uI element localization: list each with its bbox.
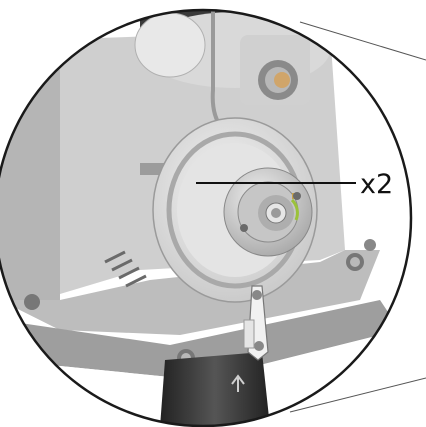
hub-bolt-1 bbox=[293, 192, 301, 200]
up-arrow-icon bbox=[231, 374, 245, 392]
quantity-label: x2 bbox=[360, 169, 393, 200]
zoom-leader-top bbox=[299, 21, 426, 61]
hub-bolt-2 bbox=[240, 224, 248, 232]
bolt-icon bbox=[24, 294, 40, 310]
magnifier-ring bbox=[0, 8, 413, 427]
handle-grip bbox=[160, 352, 270, 426]
bracket-bottom-plate bbox=[0, 300, 400, 380]
zoom-leader-bottom bbox=[289, 377, 426, 413]
bolt-icon bbox=[364, 239, 376, 251]
vent-slots bbox=[104, 250, 147, 288]
